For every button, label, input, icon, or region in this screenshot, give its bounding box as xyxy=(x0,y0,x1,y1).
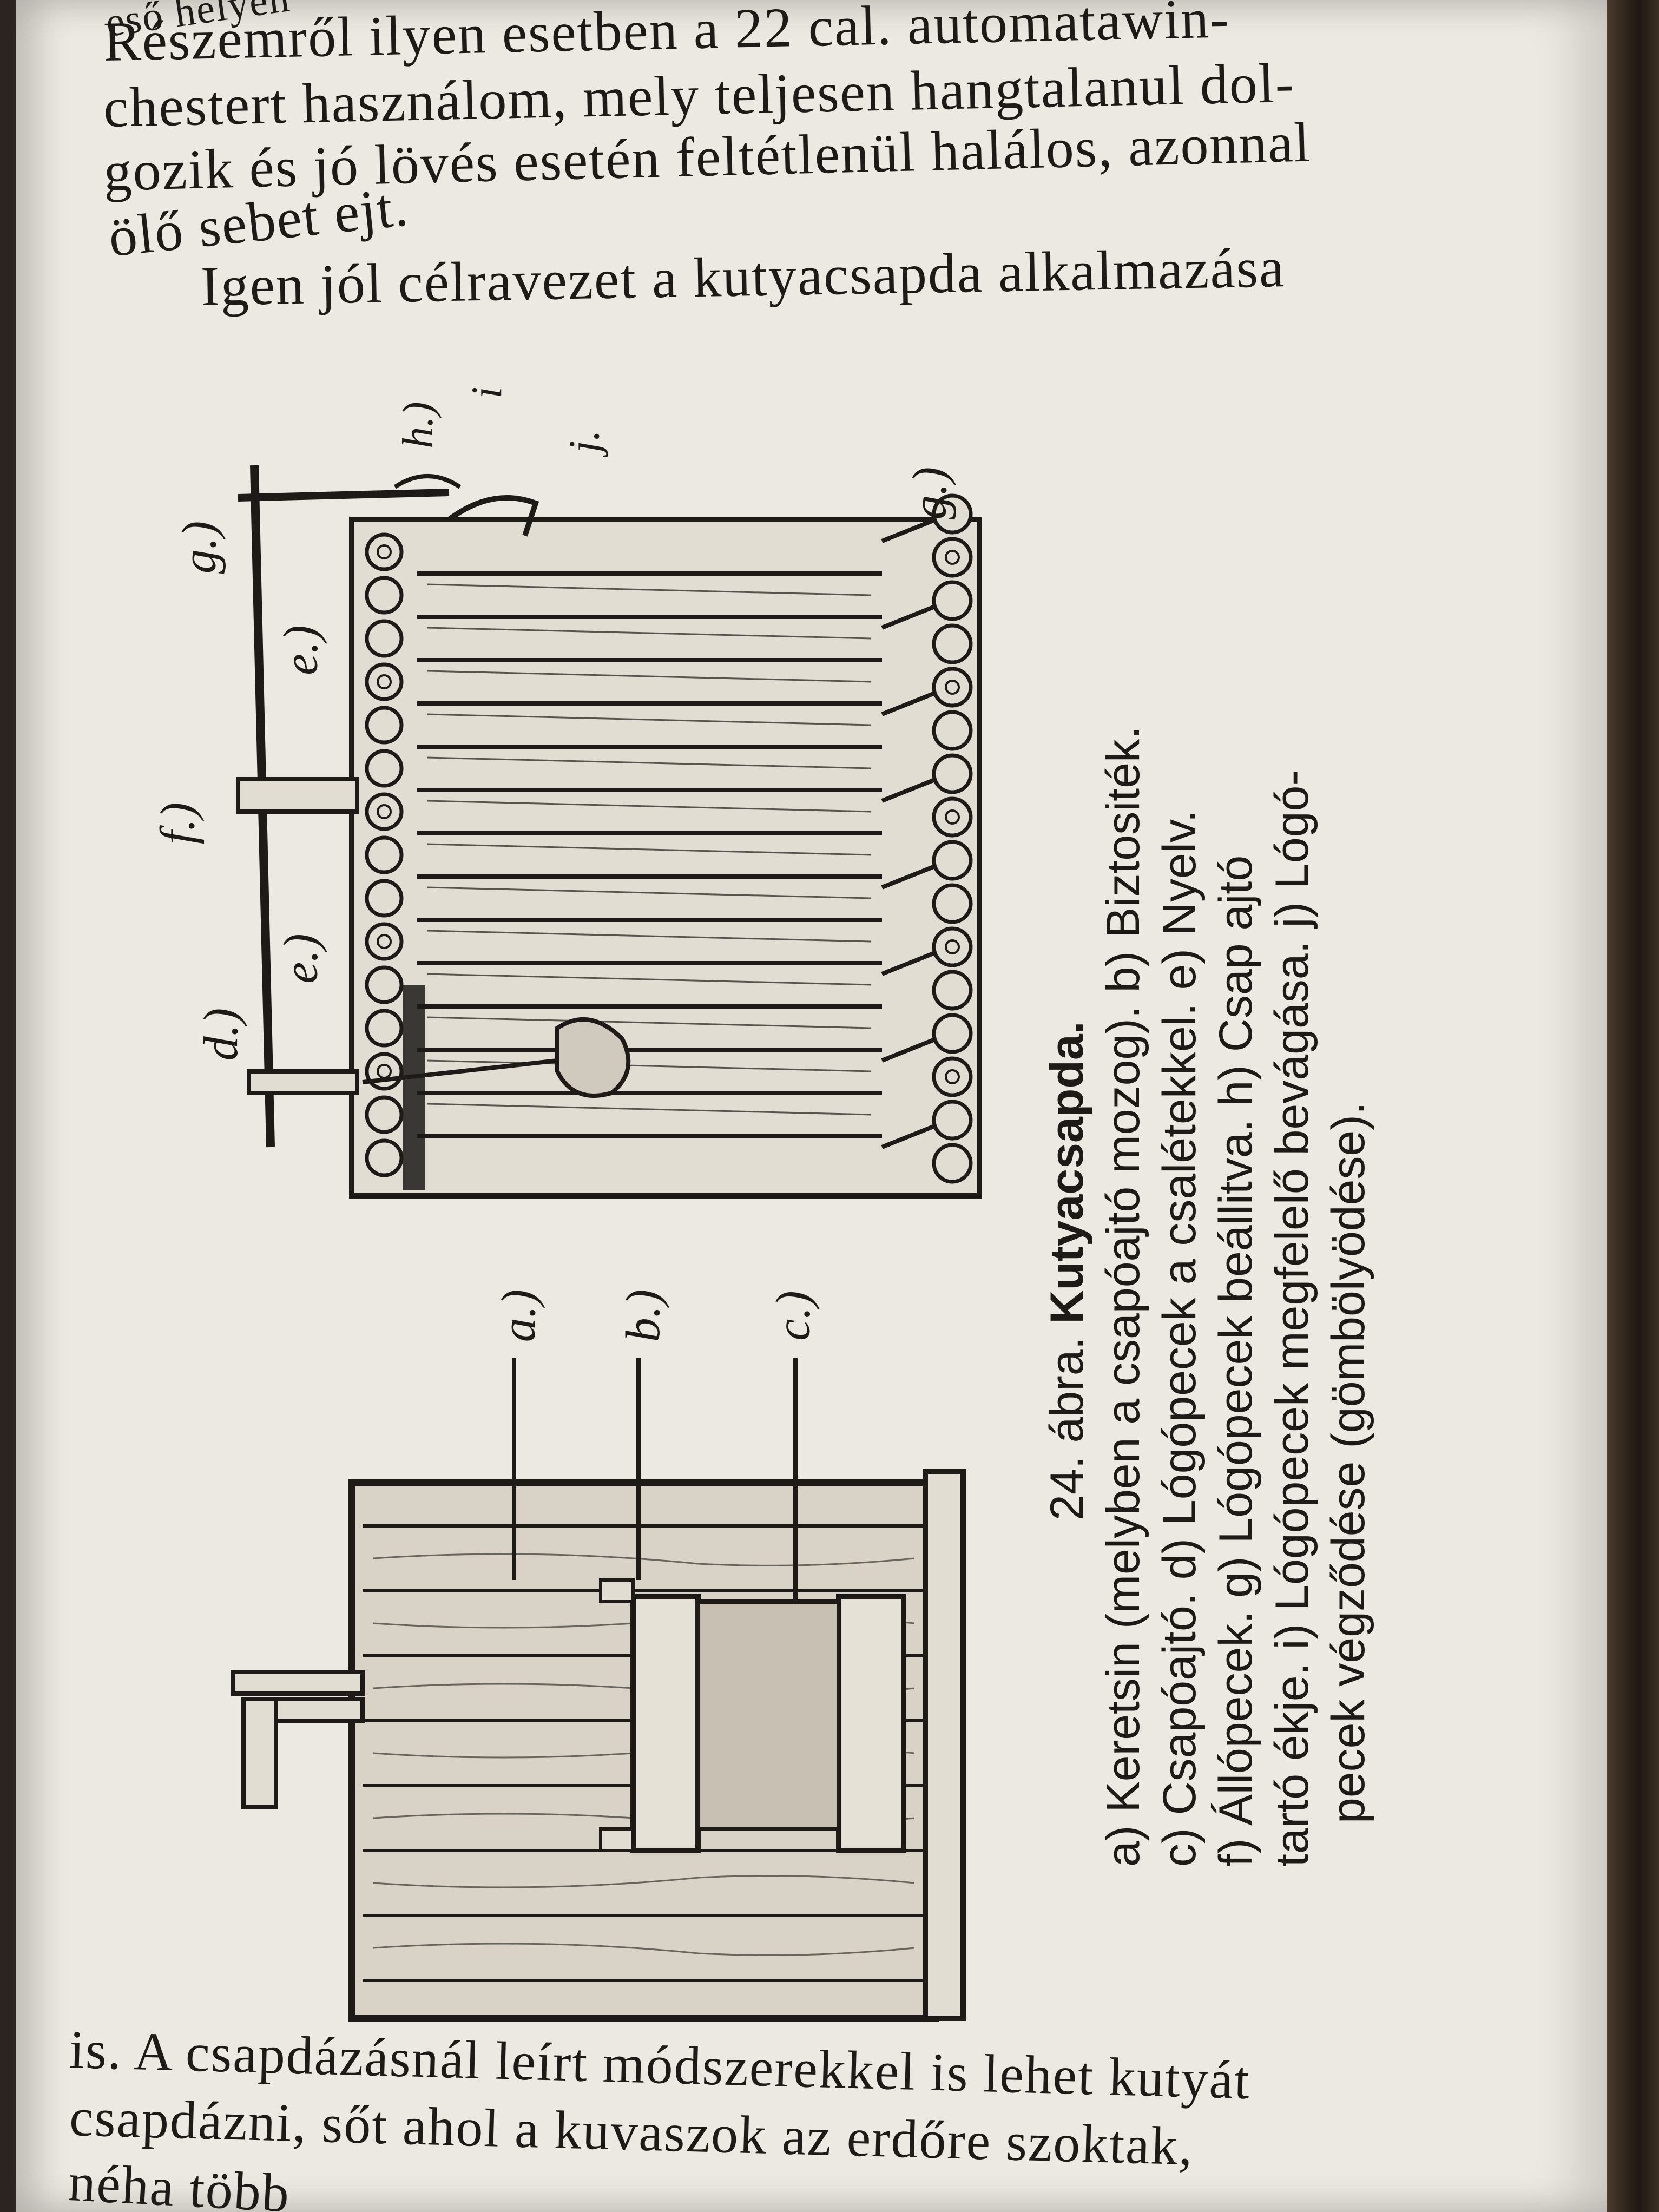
label-h: h.) xyxy=(394,401,442,449)
caption-line-3: f) Állópecek. g) Lógópecek beállitva. h)… xyxy=(1210,855,1262,1867)
caption-title: Kutyacsapda. xyxy=(1041,1021,1093,1324)
label-e2: e.) xyxy=(274,625,328,675)
caption-line-4: tartó ékje. i) Lógópecek megfelelő bevág… xyxy=(1266,769,1318,1867)
caption-line-5: pecek végződése (gömbölyödése). xyxy=(1322,1102,1374,1823)
figure-caption: 24. ábra. Kutyacsapda. a) Keretsin (mely… xyxy=(1039,726,1377,1867)
log-trap-side-view xyxy=(236,465,982,1199)
caption-heading: 24. ábra. Kutyacsapda. xyxy=(1039,726,1095,1585)
label-d: d.) xyxy=(194,1008,248,1061)
trap-illustration xyxy=(231,465,982,2022)
label-g: g.) xyxy=(173,521,227,574)
label-a: a.) xyxy=(492,1289,546,1342)
label-f: f.) xyxy=(151,802,205,845)
book-spine xyxy=(1607,0,1659,2212)
label-e: e.) xyxy=(274,933,328,984)
label-i: i xyxy=(463,386,511,399)
book-page: eső helyen Részemről ilyen esetben a 22 … xyxy=(16,0,1607,2212)
label-j: j. xyxy=(561,430,609,453)
log-trap-door-view xyxy=(231,1358,966,2022)
label-g2: g.) xyxy=(903,466,957,520)
caption-line-1: a) Keretsin (melyben a csapóajtó mozog).… xyxy=(1097,726,1149,1867)
caption-line-2: c) Csapóajtó. d) Lógópecek a csalétekkel… xyxy=(1154,809,1206,1867)
caption-number: 24. ábra. xyxy=(1041,1337,1093,1520)
label-c: c.) xyxy=(766,1291,820,1341)
label-b: b.) xyxy=(616,1289,670,1342)
